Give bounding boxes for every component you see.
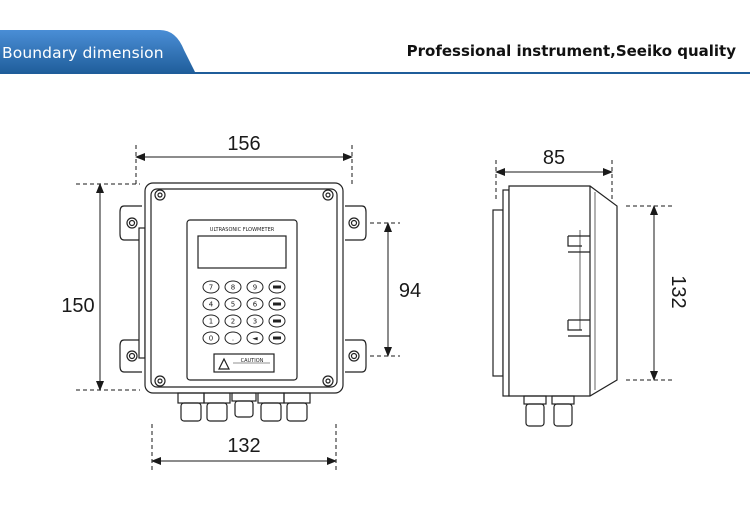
keypad-key: ◄	[246, 331, 264, 345]
hinge	[138, 227, 146, 359]
keypad-key: 0	[202, 331, 220, 345]
wall-plate	[492, 209, 504, 377]
side-dimension-lines	[495, 160, 672, 381]
keypad-key	[268, 331, 286, 345]
dimension-depth: 85	[543, 147, 565, 169]
front-view	[119, 182, 367, 422]
keypad-key: .	[224, 331, 242, 345]
keypad-key	[268, 297, 286, 311]
header-divider	[0, 72, 750, 74]
keypad-key-label: 6	[253, 301, 258, 309]
dimension-width: 156	[227, 133, 260, 155]
keypad-key	[268, 314, 286, 328]
section-title: Boundary dimension	[2, 44, 164, 62]
keypad: 7 8 9 4 5 6 1 2 3 0. ◄	[202, 280, 286, 345]
keypad-key: 9	[246, 280, 264, 294]
side-enclosure	[508, 185, 618, 397]
lcd-screen	[197, 235, 287, 269]
dimension-base-width: 132	[227, 435, 260, 457]
dimension-side-height: 132	[667, 275, 689, 308]
keypad-key-label: ◄	[252, 335, 258, 343]
keypad-key-label: .	[232, 335, 234, 343]
keypad-key: 1	[202, 314, 220, 328]
mounting-ear-bottom-right	[345, 339, 367, 373]
keypad-key-label: 2	[231, 318, 235, 326]
keypad-key: 2	[224, 314, 242, 328]
keypad-key	[268, 280, 286, 294]
title-tab	[0, 30, 196, 74]
keypad-key-label: 3	[253, 318, 257, 326]
device-label: ULTRASONIC FLOWMETER	[210, 227, 275, 233]
dimension-height: 150	[61, 295, 94, 317]
header-banner: Boundary dimension Professional instrume…	[0, 0, 750, 74]
caution-label: CAUTION	[241, 358, 264, 364]
caution-plate	[213, 353, 275, 373]
keypad-key-label: 7	[209, 284, 213, 292]
keypad-key-label: 9	[253, 284, 257, 292]
keypad-key-label: 8	[231, 284, 235, 292]
keypad-key: 6	[246, 297, 264, 311]
mounting-ear-top-right	[345, 205, 367, 241]
keypad-key-label: 5	[231, 301, 235, 309]
keypad-key: 5	[224, 297, 242, 311]
dimension-mount-spacing: 94	[399, 280, 421, 302]
mounting-ear-top-left	[119, 205, 142, 241]
front-dimension-lines	[76, 145, 400, 472]
cable-glands	[177, 392, 311, 422]
keypad-key: 7	[202, 280, 220, 294]
tagline: Professional instrument,Seeiko quality	[406, 42, 736, 60]
keypad-key-label: 1	[209, 318, 213, 326]
keypad-key: 4	[202, 297, 220, 311]
keypad-key: 3	[246, 314, 264, 328]
keypad-key-label: 4	[209, 301, 214, 309]
keypad-key: 8	[224, 280, 242, 294]
side-view	[492, 185, 618, 427]
keypad-key-label: 0	[209, 335, 213, 343]
mounting-ear-bottom-left	[119, 339, 142, 373]
